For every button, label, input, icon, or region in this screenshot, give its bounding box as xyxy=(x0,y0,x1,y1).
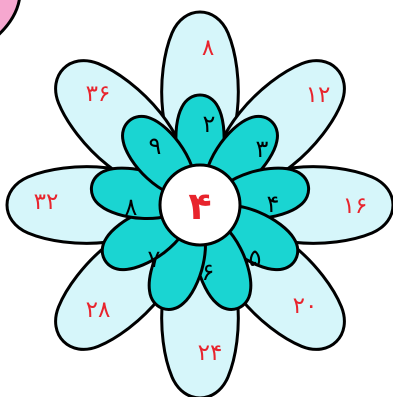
outer-number: ۱۶ xyxy=(343,193,368,219)
inner-number: ۳ xyxy=(256,135,269,163)
inner-number: ۷ xyxy=(148,245,161,273)
inner-number: ۲ xyxy=(203,110,216,138)
outer-number: ۲۸ xyxy=(86,297,111,323)
outer-number: ۲۴ xyxy=(198,340,223,366)
inner-number: ۵ xyxy=(249,244,262,272)
outer-number: ۸ xyxy=(202,35,214,61)
corner-decoration xyxy=(0,0,20,38)
inner-number: ۴ xyxy=(267,190,280,218)
inner-number: ۹ xyxy=(149,132,162,160)
inner-number: ۶ xyxy=(202,258,215,286)
outer-number: ۳۲ xyxy=(34,189,59,215)
outer-number: ۱۲ xyxy=(306,82,331,108)
outer-number: ۳۶ xyxy=(86,81,111,107)
center-number: ۴ xyxy=(188,184,211,228)
outer-number: ۲۰ xyxy=(293,293,318,319)
inner-number: ۸ xyxy=(125,193,138,221)
